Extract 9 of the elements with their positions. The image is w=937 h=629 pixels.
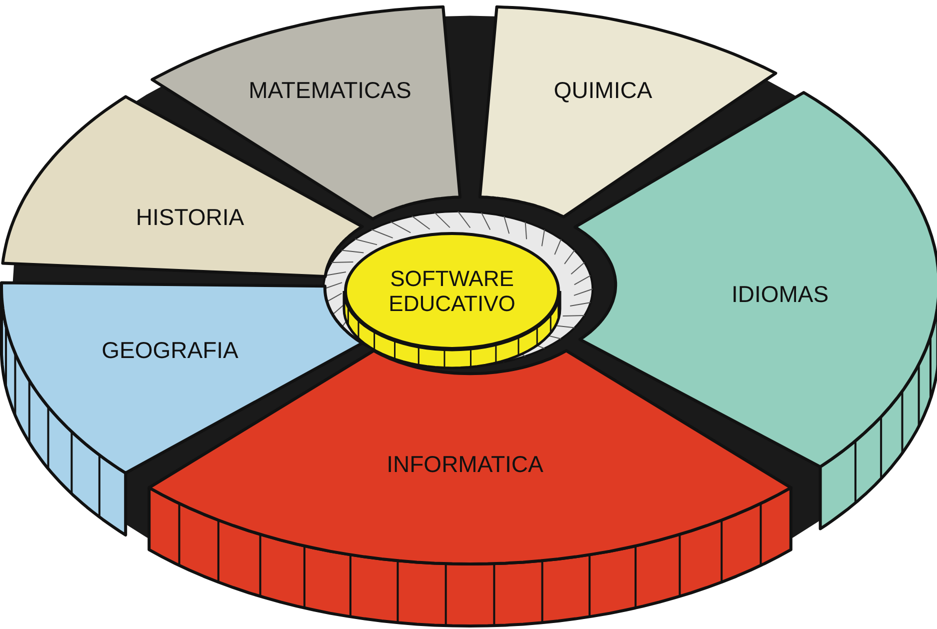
pie-segment bbox=[478, 5, 778, 218]
center-label: SOFTWARE EDUCATIVO bbox=[388, 266, 516, 316]
segment-label: HISTORIA bbox=[136, 204, 244, 230]
pie-segment bbox=[0, 281, 364, 536]
segment-label: MATEMATICAS bbox=[248, 77, 412, 103]
segment-label: GEOGRAFIA bbox=[102, 337, 238, 363]
segment-label: QUIMICA bbox=[554, 77, 652, 103]
segment-label: IDIOMAS bbox=[731, 281, 829, 307]
segment-label: INFORMATICA bbox=[386, 451, 544, 477]
